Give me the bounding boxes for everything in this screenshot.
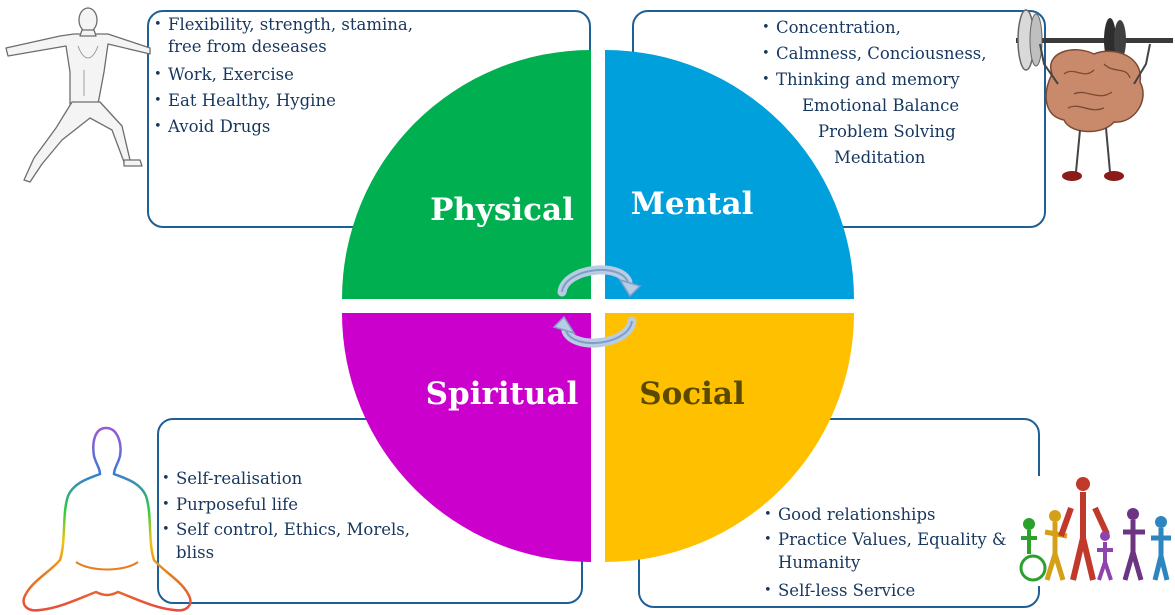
list-item: Humanity [778,553,861,572]
list-item: bliss [176,543,215,562]
social-list: Good relationships Practice Values, Equa… [764,502,1007,604]
spiritual-quadrant [342,313,591,562]
cycle-arrows-icon [552,265,642,348]
list-item: free from deseases [168,37,327,56]
social-quadrant [605,313,854,562]
list-item: Emotional Balance [802,96,960,115]
list-item: Work, Exercise [154,62,413,88]
spiritual-label: Spiritual [426,376,579,412]
list-item: Eat Healthy, Hygine [154,88,413,114]
mental-list: Concentration, Calmness, Conciousness, T… [762,15,987,171]
physical-list: Flexibility, strength, stamina, free fro… [154,14,413,140]
list-item: Good relationships [764,502,1007,528]
brain-lifting-icon [1016,9,1173,181]
list-item: Purposeful life [162,492,410,518]
physical-quadrant [342,50,591,299]
list-item: Self-less Service [764,578,1007,604]
list-item: Practice Values, Equality & [764,528,1007,552]
list-item: Concentration, [762,15,987,41]
list-item: Thinking and memory [762,67,987,93]
list-item: Problem Solving [818,122,956,141]
physical-label: Physical [430,192,574,228]
family-group-icon [1015,476,1175,586]
list-item: Meditation [834,148,926,167]
list-item: Self-realisation [162,466,410,492]
social-label: Social [639,376,745,412]
list-item: Flexibility, strength, stamina, [154,14,413,36]
yoga-figure-icon [5,7,151,183]
mental-quadrant [605,50,854,299]
list-item: Avoid Drugs [154,114,413,140]
list-item: Self control, Ethics, Morels, [162,518,410,542]
mental-label: Mental [631,186,754,222]
list-item: Calmness, Conciousness, [762,41,987,67]
meditation-figure-icon [22,426,192,612]
spiritual-list: Self-realisation Purposeful life Self co… [162,466,410,564]
